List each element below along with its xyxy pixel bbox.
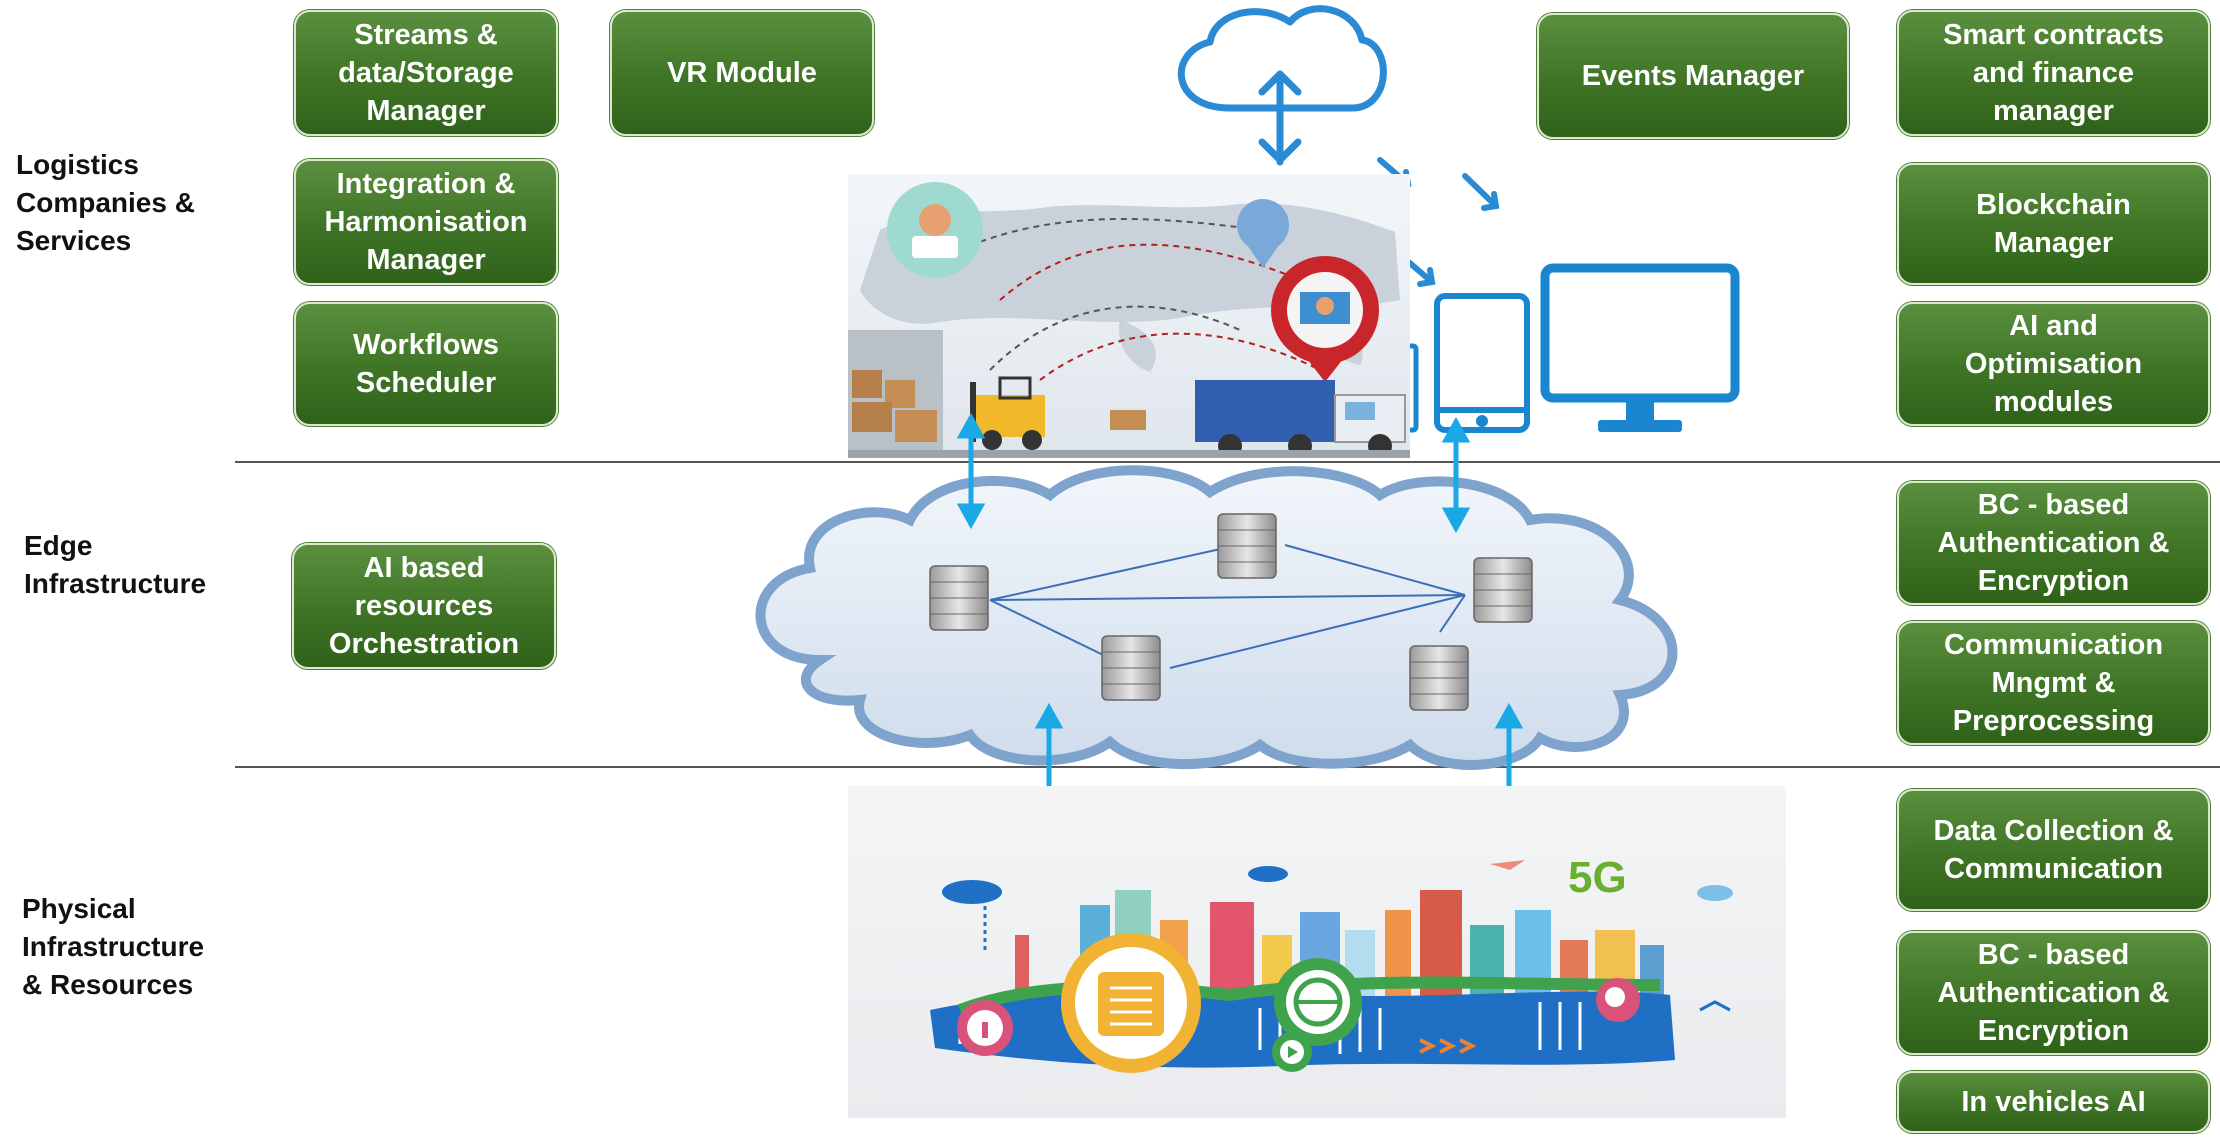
server-icon-1 [929,565,989,631]
edge-cloud-shape [755,465,1678,770]
events-manager-module: Events Manager [1537,13,1849,139]
layer-label-edge: Edge Infrastructure [24,530,207,599]
cloud-upload-icon [1177,5,1387,166]
network-5g-label: 5G [1568,853,1627,902]
layer-divider-bottom [235,766,2220,768]
server-icon-2 [1217,513,1277,579]
ai-optimisation-modules: AI and Optimisation modules [1897,302,2210,426]
ai-resources-orchestration-module: AI based resources Orchestration [292,543,556,669]
streams-storage-manager-module: Streams & data/Storage Manager [294,10,558,136]
vr-module: VR Module [610,10,874,136]
smart-contracts-finance-manager-module: Smart contracts and finance manager [1897,10,2210,136]
in-vehicles-ai-module: In vehicles AI [1897,1071,2210,1133]
integration-harmonisation-manager-module: Integration & Harmonisation Manager [294,159,558,285]
server-icon-3 [1473,557,1533,623]
monitor-icon [1540,263,1740,432]
server-icon-5 [1409,645,1469,711]
logistics-world-map-image [848,174,1410,458]
bc-authentication-encryption-edge-module: BC - based Authentication & Encryption [1897,481,2210,605]
layer-label-logistics: Logistics Companies & Services [16,149,195,256]
layer-divider-top [235,461,2220,463]
communication-mngmt-preprocessing-module: Communication Mngmt & Preprocessing [1897,621,2210,745]
blockchain-manager-module: Blockchain Manager [1897,163,2210,285]
server-icon-4 [1101,635,1161,701]
smart-city-image: 5G [848,786,1786,1118]
workflows-scheduler-module: Workflows Scheduler [294,302,558,426]
tablet-icon [1434,293,1530,433]
layer-label-physical: Physical Infrastructure & Resources [22,893,205,1000]
bc-authentication-encryption-physical-module: BC - based Authentication & Encryption [1897,931,2210,1055]
data-collection-communication-module: Data Collection & Communication [1897,789,2210,911]
